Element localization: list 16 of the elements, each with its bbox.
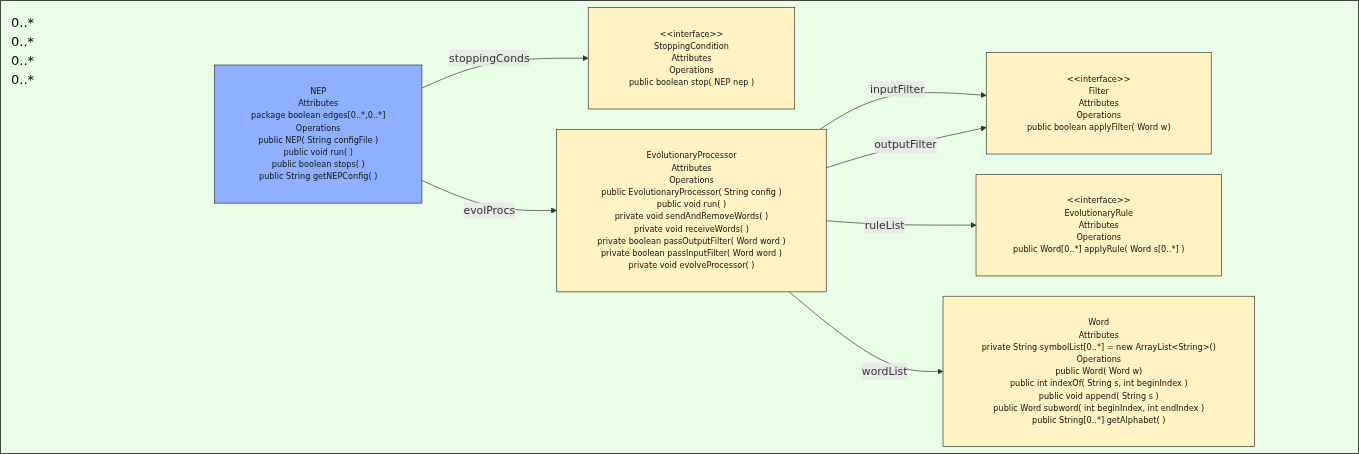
edge-label: outputFilter (874, 138, 937, 151)
node-box: <<interface>> EvolutionaryRule Attributes Operations public Word[0..*] applyRule( Word s[0..*] ) (975, 174, 1222, 277)
edge-label: inputFilter (869, 82, 925, 96)
edge-label: evolProcs (463, 203, 516, 217)
node-box: <<interface>> StoppingCondition Attributes Operations public boolean stop( NEP nep ) (587, 7, 796, 110)
edge-label: ruleList (864, 218, 905, 232)
multiplicity-label: 0..* (11, 53, 36, 68)
node-box: EvolutionaryProcessor Attributes Operations public EvolutionaryProcessor( String config ) public void run( ) private void sendAndRemoveWords( ) private void receiveWords( ) private boolean passOutputFilter( Word word ) private boolean passInputFilter( Word word ) private void evolveProcessor( ) (556, 128, 827, 293)
edge-label: wordList (861, 364, 908, 378)
node-box: Word Attributes private String symbolList[0..*] = new ArrayList<String>() Operations public Word( Word w) public int indexOf( String s, int beginIndex ) public void append( String s ) public Word subword( int beginIndex, int endIndex ) public String[0..*] getAlphabet( ) (942, 295, 1255, 447)
multiplicity-label: 0..* (11, 34, 36, 49)
multiplicity-label: 0..* (11, 72, 36, 87)
edge-label: stoppingConds (448, 51, 530, 65)
node-box: NEP Attributes package boolean edges[0..*,0..*] Operations public NEP( String configFile ) public void run( ) public boolean stops( ) public String getNEPConfig( ) (214, 64, 423, 204)
node-box: <<interface>> Filter Attributes Operations public boolean applyFilter( Word w) (985, 52, 1212, 155)
multiplicity-label: 0..* (11, 15, 36, 30)
